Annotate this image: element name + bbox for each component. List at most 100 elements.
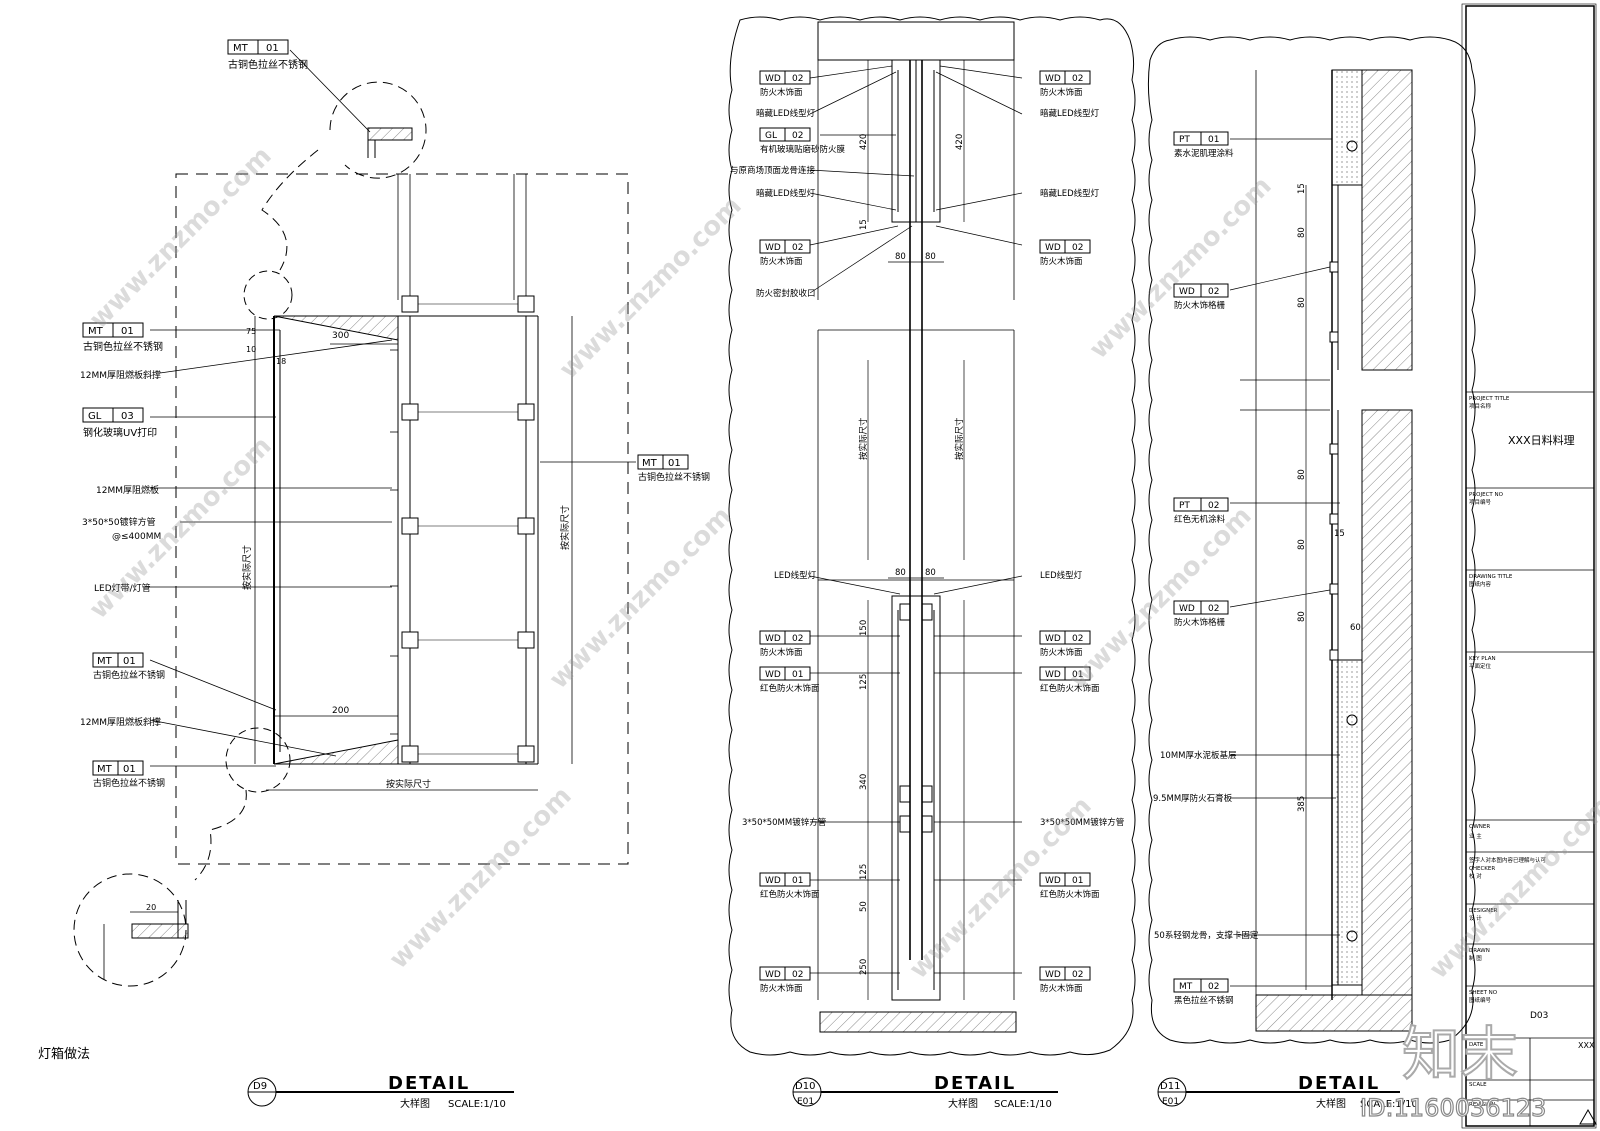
d10-dim-15: 15: [859, 219, 869, 230]
tb-approval: 签字人对本图内容已理解与认可: [1469, 856, 1547, 864]
d11-pt01-desc: 素水泥肌理涂料: [1174, 148, 1234, 159]
d11-mt02-desc: 黑色拉丝不锈钢: [1174, 995, 1234, 1006]
d10-dim-125b: 125: [859, 864, 869, 880]
d10-wd01-r2-code: WD: [1045, 876, 1061, 886]
d10-led-hidden-l: 暗藏LED线型灯: [756, 108, 816, 119]
d10-tube-l: 3*50*50MM镀锌方管: [742, 817, 826, 828]
d9-tag3-code: MT: [97, 764, 113, 775]
d10-led-hidden2-l: 暗藏LED线型灯: [756, 188, 816, 199]
d11-dim-60: 60: [1350, 623, 1361, 633]
d11-pt01-code: PT: [1179, 135, 1190, 145]
d11-dim-15a: 15: [1297, 183, 1307, 194]
d10-wd02-l3-num: 02: [792, 970, 803, 980]
tb-key-plan-cn: 平面定位: [1469, 662, 1492, 670]
tb-drawn-cn: 制 图: [1469, 954, 1482, 962]
d9-zoom-circle-mid: [243, 270, 293, 320]
d9-tagr-desc: 古铜色拉丝不锈钢: [638, 471, 710, 483]
d10-marker-id: D10: [795, 1081, 815, 1092]
tb-project-name: XXX日料料理: [1508, 433, 1575, 447]
d9-glass-desc: 钢化玻璃UV打印: [83, 426, 157, 439]
d11-pt02-code: PT: [1179, 501, 1190, 511]
d10-wd02-tl-code: WD: [765, 74, 781, 84]
d10-wd01-r1-code: WD: [1045, 670, 1061, 680]
d10-wd01-l2-num: 01: [792, 876, 803, 886]
d10-wd02-r2-code: WD: [1045, 634, 1061, 644]
d9-note-led: LED灯带/灯管: [94, 582, 151, 594]
tb-drawn-en: DRAWN: [1469, 948, 1490, 954]
d10-wd02-l3-code: WD: [765, 970, 781, 980]
d10-title: DETAIL: [934, 1073, 1016, 1094]
d10-dim-actual-l: 按实际尺寸: [858, 417, 869, 460]
tb-owner-cn: 业 主: [1469, 832, 1482, 840]
d10-wd02-tl-num: 02: [792, 74, 803, 84]
tb-project-no-en: PROJECT NO: [1469, 492, 1504, 498]
detail-d11: [1147, 36, 1476, 1044]
detail-d9: [73, 49, 636, 987]
d10-dim-125: 125: [859, 674, 869, 690]
d10-wd01-r1-num: 01: [1072, 670, 1083, 680]
d9-note-brace2: 12MM厚阻燃板斜撑: [80, 716, 161, 728]
d9-callout-num: 01: [266, 43, 279, 54]
d9-boundary: [175, 173, 629, 865]
tb-project-title-en: PROJECT TITLE: [1469, 396, 1510, 402]
d10-wd01-r2-num: 01: [1072, 876, 1083, 886]
d10-keel-note: 与原商场顶面龙骨连接: [730, 165, 816, 176]
d11-keel: 50系轻钢龙骨，支撑卡固定: [1154, 930, 1259, 941]
d9-note-board: 12MM厚阻燃板: [96, 484, 159, 496]
tb-revision-triangle: [1579, 1108, 1597, 1125]
d11-dim-80d: 80: [1297, 539, 1307, 550]
d9-subtitle: 大样图: [400, 1097, 430, 1110]
d10-led-hidden2-r: 暗藏LED线型灯: [1040, 188, 1100, 199]
d9-dim-actual-right: 按实际尺寸: [559, 505, 571, 550]
tb-company: XXX: [1578, 1041, 1595, 1050]
d10-marker-sub: E01: [797, 1097, 814, 1107]
d10-wd02-mr-code: WD: [1045, 243, 1061, 253]
d10-wd02-ml-desc: 防火木饰面: [760, 256, 803, 267]
d11-gypsum: 9.5MM厚防火石膏板: [1153, 793, 1233, 804]
watermark-logo: 知末 ID:1160036123: [1359, 1019, 1547, 1123]
tb-project-no-cn: 项目编号: [1469, 498, 1492, 506]
d9-dim-10: 10: [246, 345, 256, 354]
tb-sheet-no: D03: [1530, 1011, 1548, 1021]
detail-d10: [728, 16, 1136, 1056]
detail-titles: D9 DETAIL 大样图 SCALE:1/10 D10 E01 DETAIL …: [247, 1073, 1418, 1110]
tb-drawing-title-cn: 图纸内容: [1469, 580, 1492, 588]
d10-gl02-desc: 有机玻璃贴磨砂防火膜: [760, 144, 846, 155]
d9-note-tube: 3*50*50镀锌方管: [82, 516, 156, 528]
d10-gl02-num: 02: [792, 131, 803, 141]
d11-mt02-code: MT: [1179, 982, 1193, 992]
d10-gl02-code: GL: [765, 131, 777, 141]
d11-dim-80c: 80: [1297, 469, 1307, 480]
d11-dim-80e: 80: [1297, 611, 1307, 622]
d9-title: DETAIL: [388, 1073, 470, 1094]
d9-tag1-desc: 古铜色拉丝不锈钢: [83, 340, 163, 353]
d10-wd02-tr-num: 02: [1072, 74, 1083, 84]
d10-seal: 防火密封胶收口: [756, 288, 816, 299]
d10-dim-340: 340: [859, 774, 869, 790]
d9-dim-75: 75: [246, 327, 256, 336]
tb-revision-en: REVISION: [1469, 1102, 1495, 1108]
d10-wd02-r3-num: 02: [1072, 970, 1083, 980]
d10-dim-50: 50: [859, 901, 869, 912]
d10-dim-80-a: 80: [895, 252, 906, 262]
tb-key-plan-en: KEY PLAN: [1469, 656, 1496, 662]
d10-wd01-l1-code: WD: [765, 670, 781, 680]
d10-dim-80-b: 80: [925, 252, 936, 262]
d10-wd02-r3-desc: 防火木饰面: [1040, 983, 1083, 994]
d9-tag2-num: 01: [123, 656, 136, 667]
d10-led-line-l: LED线型灯: [774, 570, 817, 581]
d11-dim-80b: 80: [1297, 297, 1307, 308]
d10-dim-420-r: 420: [955, 134, 965, 150]
d10-wd01-l1-desc: 红色防火木饰面: [760, 683, 820, 694]
title-block: PROJECT TITLE 项目名称 PROJECT NO 项目编号 DRAWI…: [1461, 3, 1597, 1129]
d10-dim-actual-r: 按实际尺寸: [954, 417, 965, 460]
d11-dim-15b: 15: [1334, 529, 1345, 539]
watermark-logo-text: 知末: [1402, 1020, 1518, 1088]
d9-tag1-code: MT: [88, 326, 104, 337]
d9-dim-300: 300: [332, 331, 349, 341]
d9-zoom-circle-bottom: [225, 727, 291, 793]
d11-wd02-a-desc: 防火木饰格栅: [1174, 300, 1226, 311]
tb-date-en: DATE: [1469, 1042, 1484, 1048]
d10-wd02-r2-num: 02: [1072, 634, 1083, 644]
